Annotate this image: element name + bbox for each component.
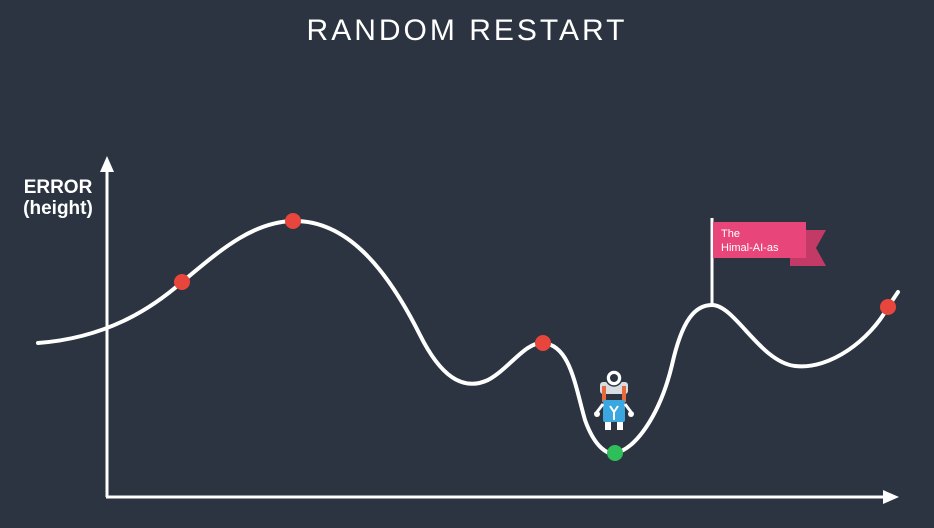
restart-point (285, 213, 301, 229)
y-axis-label-line2: (height) (23, 198, 93, 219)
y-axis-label: ERROR (height) (14, 177, 102, 219)
x-axis-arrow-icon (883, 490, 899, 504)
summit-flag-icon: The Himal-AI-as (710, 218, 826, 305)
restart-point (880, 299, 896, 315)
current-point (607, 445, 623, 461)
restart-point (174, 274, 190, 290)
flag-body (713, 222, 806, 258)
y-axis-label-line1: ERROR (23, 177, 93, 198)
flag-line2: Himal-AI-as (721, 242, 779, 254)
robot-climber-icon (594, 369, 634, 430)
restart-point (535, 335, 551, 351)
error-curve (36, 218, 900, 456)
page-title: RANDOM RESTART (306, 14, 628, 47)
y-axis-arrow-icon (100, 156, 114, 172)
axes (100, 156, 899, 504)
flag-line1: The (721, 228, 740, 240)
restart-points (174, 213, 896, 461)
